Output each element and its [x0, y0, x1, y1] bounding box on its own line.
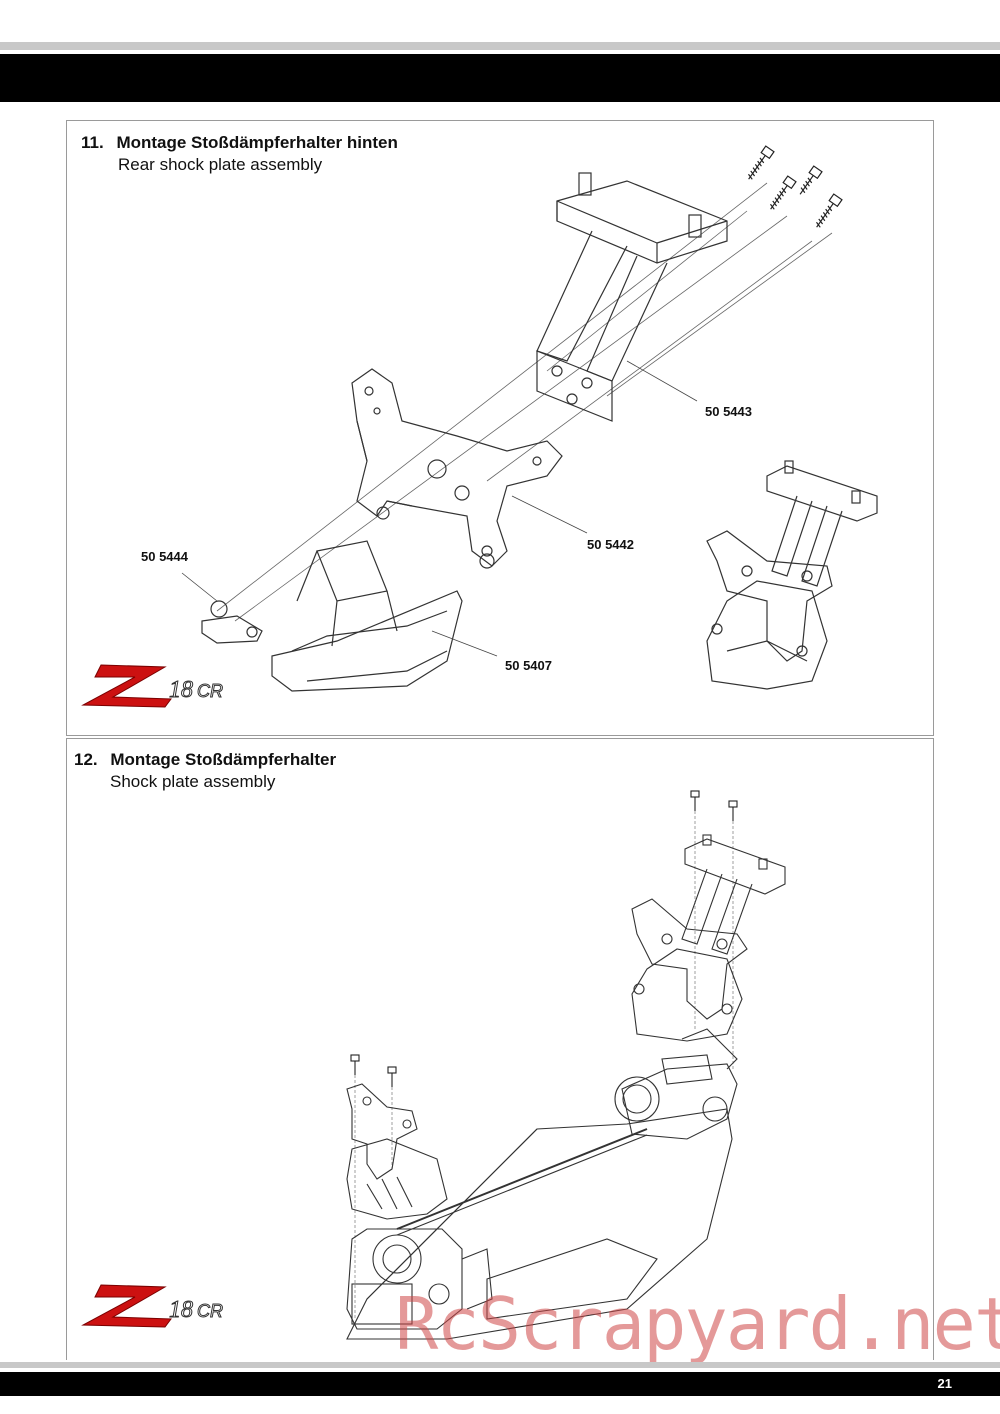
svg-text:18: 18 [169, 1297, 193, 1323]
step-12-title-en: Shock plate assembly [110, 772, 276, 791]
shock-plate-chassis-drawing [346, 790, 786, 1340]
step-11-title-en: Rear shock plate assembly [118, 155, 323, 174]
step-12-panel: 12. Montage Stoßdämpferhalter Shock plat… [66, 738, 934, 1360]
part-number-50-5443: 50 5443 [705, 404, 752, 419]
shock-tower-upper [631, 834, 786, 1042]
step-12-number: 12. [74, 750, 98, 769]
step-12-heading: 12. Montage Stoßdämpferhalter Shock plat… [74, 749, 336, 793]
part-number-50-5444: 50 5444 [141, 549, 188, 564]
front-gearbox [346, 1228, 493, 1330]
step-12-title-de: Montage Stoßdämpferhalter [110, 750, 337, 769]
screws [748, 145, 843, 228]
chassis-plate [346, 1108, 733, 1340]
header-bar [0, 54, 1000, 102]
svg-text:18: 18 [169, 677, 193, 703]
rear-gearbox [614, 1028, 738, 1140]
part-number-50-5442: 50 5442 [587, 537, 634, 552]
z18cr-logo: 18 CR [73, 659, 243, 716]
z18cr-logo-mark: 18 CR [81, 664, 224, 708]
step-11-panel: 11. Montage Stoßdämpferhalter hinten Rea… [66, 120, 934, 736]
step-11-title-de: Montage Stoßdämpferhalter hinten [116, 133, 398, 152]
screw-guide-lines [354, 811, 734, 1319]
shock-tower-front [346, 1083, 448, 1220]
step-11-number: 11. [81, 133, 104, 152]
svg-text:CR: CR [197, 681, 223, 701]
page-number: 21 [937, 1376, 952, 1391]
watermark-text: RcScrapyard.net [395, 1282, 1000, 1366]
shock-plate-main [351, 368, 563, 569]
shock-tower-mount-upper [536, 172, 728, 422]
part-leaders [181, 360, 698, 657]
step-11-heading: 11. Montage Stoßdämpferhalter hinten Rea… [81, 132, 398, 176]
screws-upper [350, 790, 738, 1087]
z18cr-logo-mark-2: 18 CR [81, 1284, 224, 1328]
gearbox-case [271, 540, 463, 692]
footer-rule [0, 1362, 1000, 1368]
svg-text:CR: CR [197, 1301, 223, 1321]
rear-shock-plate-exploded-drawing [181, 145, 878, 692]
assembly-guide-lines [216, 182, 833, 622]
ball-stud-part [201, 600, 263, 644]
part-number-50-5407: 50 5407 [505, 658, 552, 673]
footer-bar [0, 1372, 1000, 1396]
header-rule [0, 42, 1000, 50]
assembled-rear-shock-view [706, 460, 878, 690]
z18cr-logo-2: 18 CR [73, 1279, 243, 1336]
